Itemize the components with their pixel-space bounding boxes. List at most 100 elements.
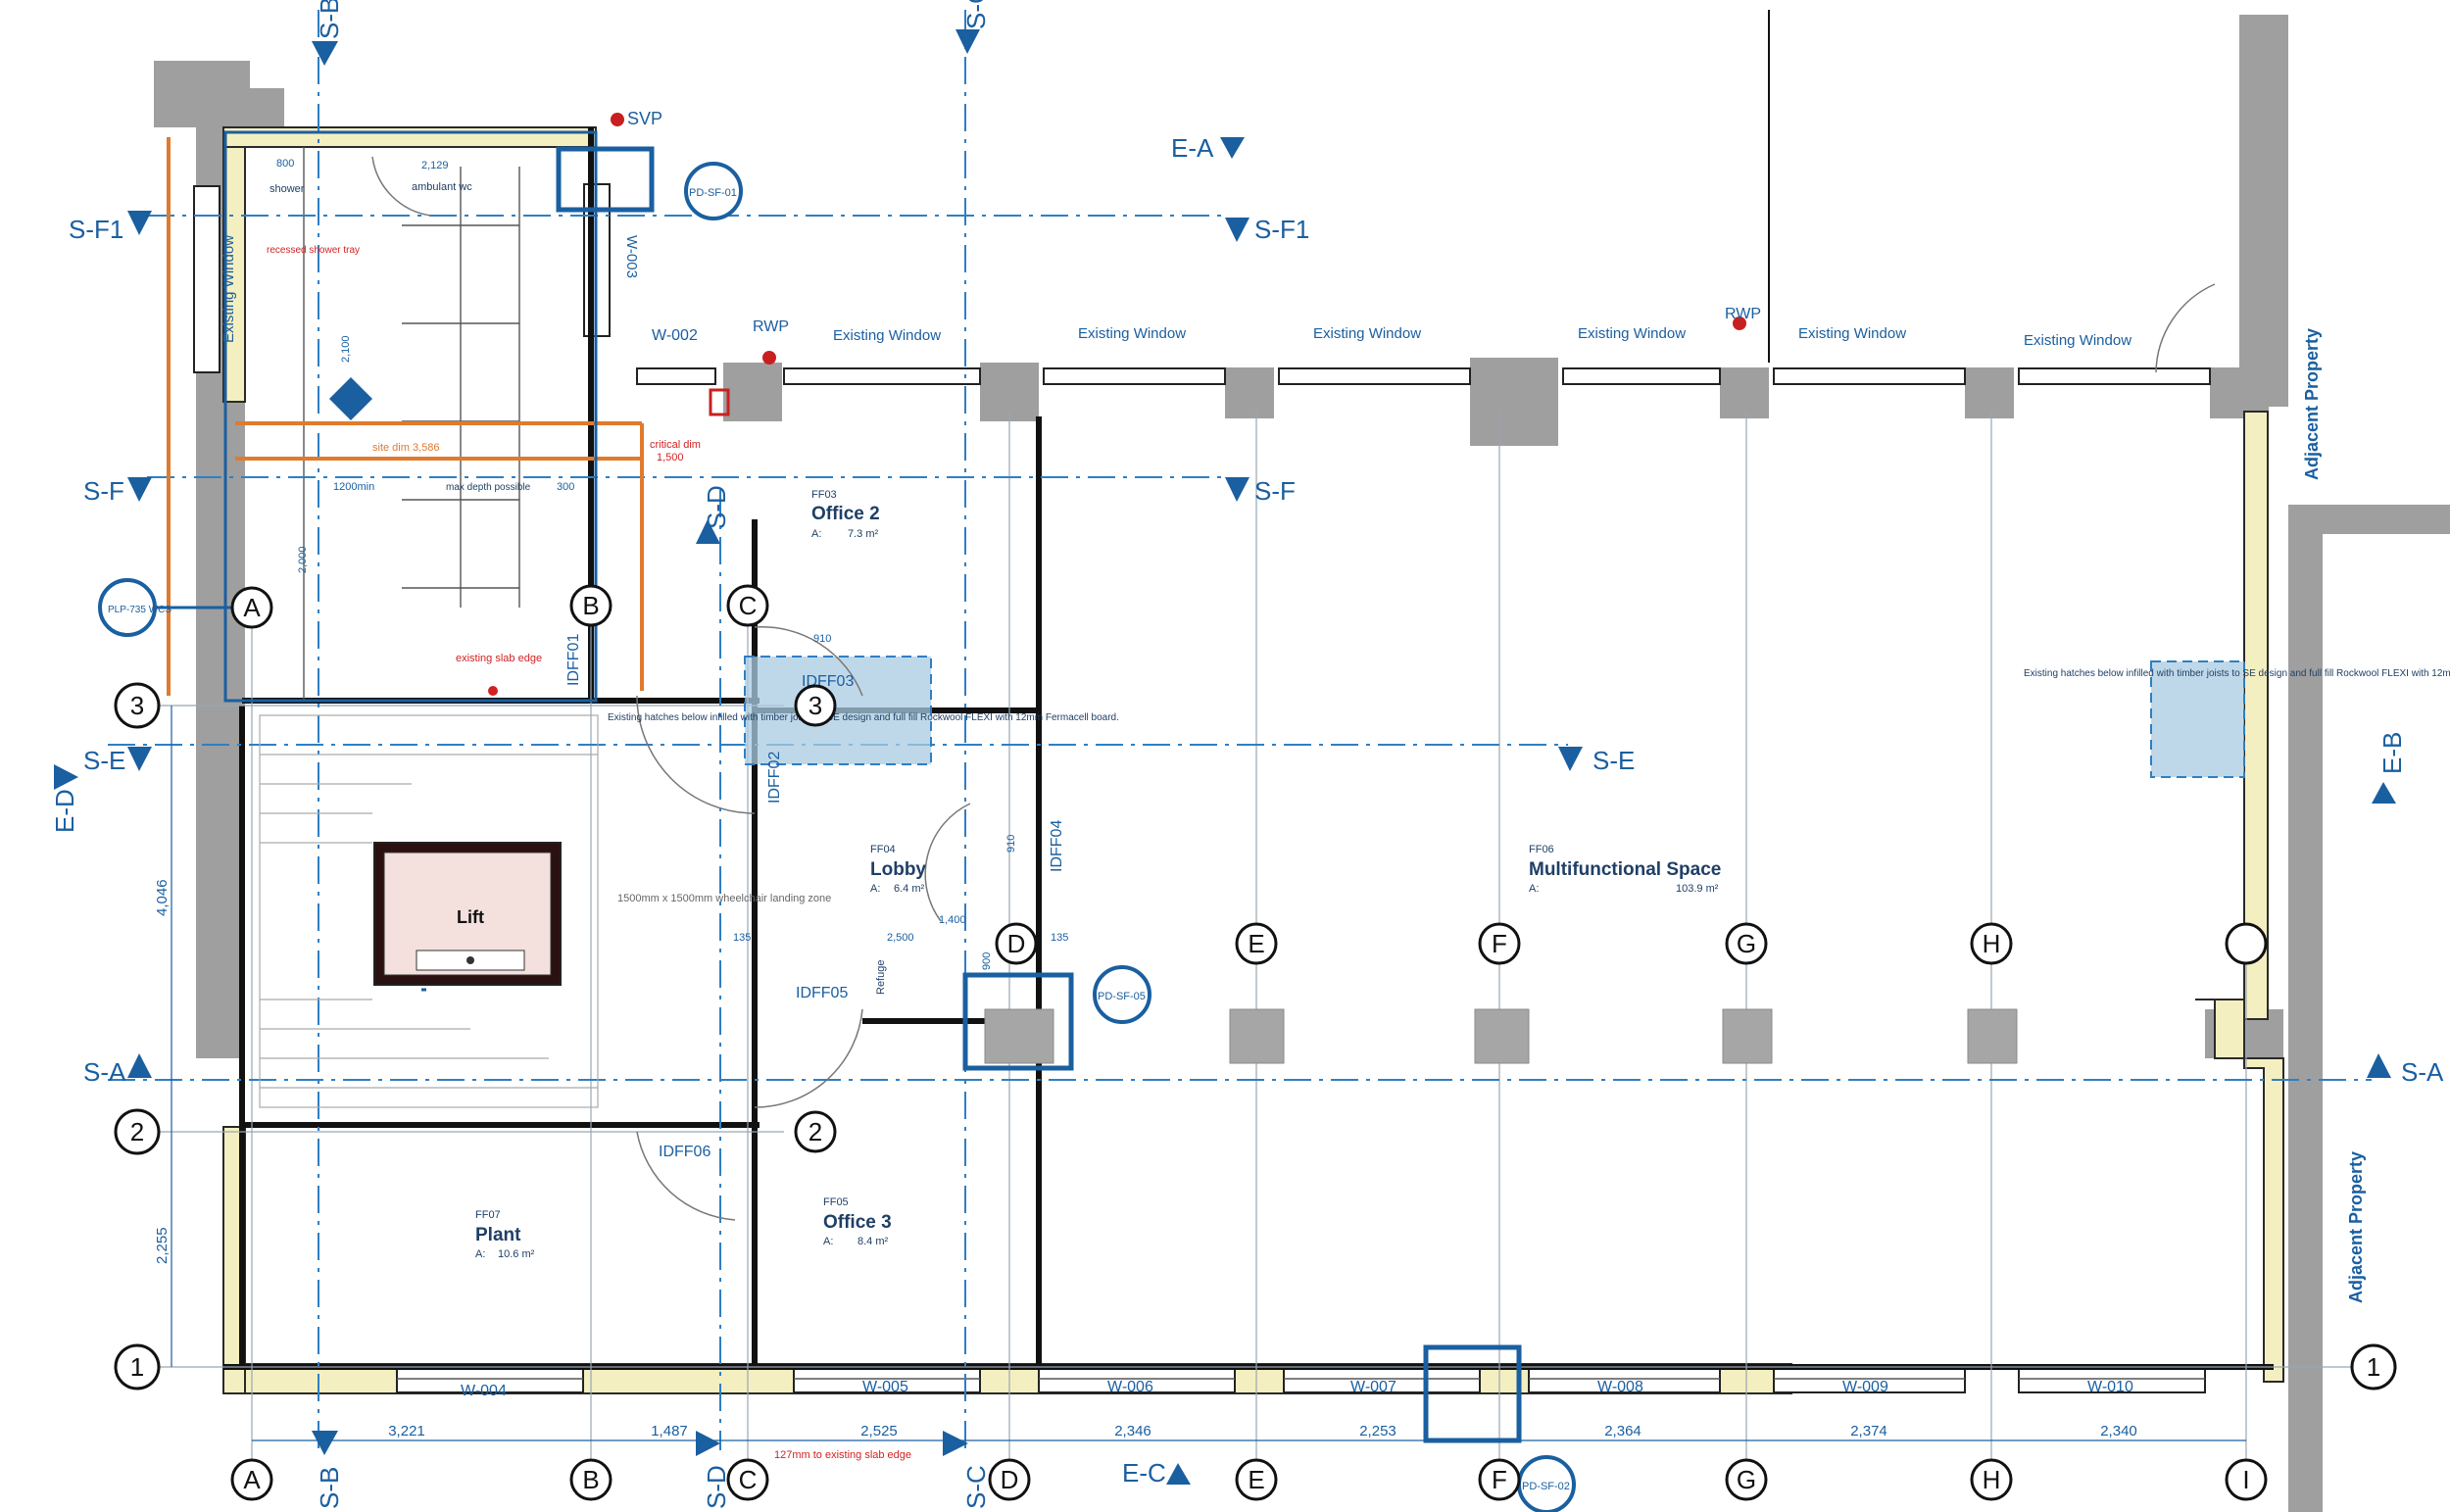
room-code: FF04 <box>870 844 896 855</box>
grid-bubble-g-mid: G <box>1725 922 1768 965</box>
shower-label: shower <box>270 183 305 195</box>
room-area: 103.9 m² <box>1676 883 1719 895</box>
site-dim-label: site dim 3,586 <box>372 442 439 454</box>
insulated-walls <box>193 126 2284 1394</box>
adjacent-property-top: Adjacent Property <box>2302 328 2322 480</box>
room-name: Office 2 <box>811 504 880 524</box>
grid-bubble-d-mid: D <box>995 922 1038 965</box>
svg-text:B: B <box>582 591 599 620</box>
svg-text:E: E <box>1248 929 1264 958</box>
section-arrow-icon <box>127 477 152 502</box>
section-arrow-icon <box>1225 218 1250 242</box>
room-code: FF07 <box>475 1209 501 1221</box>
section-label-sd-bottom: S-D <box>702 1465 731 1509</box>
critical-dim-label: critical dim <box>650 439 701 451</box>
hatch-note-right: Existing hatches below infilled with tim… <box>2024 668 2450 679</box>
door-tag-idff04: IDFF04 <box>1049 820 1065 872</box>
grid-bubble-g: G <box>1725 1458 1768 1501</box>
hatch-note-right-text: Existing hatches below infilled with tim… <box>2024 668 2450 679</box>
dim-left-1: 4,046 <box>154 879 171 916</box>
svg-text:I: I <box>2242 1465 2249 1494</box>
grid-bubble-row-1-right: 1 <box>2350 1343 2397 1390</box>
section-markers: S-F1 S-F1 S-F S-F S-E S-E S-A S-A S-B S-… <box>50 0 2444 1509</box>
room-code: FF03 <box>811 489 837 501</box>
room-tags: FF03 Office 2 A: 7.3 m² FF04 Lobby A: 6.… <box>475 489 1721 1260</box>
section-arrow-icon <box>312 1431 338 1455</box>
room-area: 7.3 m² <box>848 528 879 540</box>
section-arrow-icon <box>696 1431 720 1456</box>
w004-label: W-004 <box>461 1383 507 1399</box>
grid-bubble-row-3: 3 <box>114 682 161 729</box>
section-label-se-left: S-E <box>83 746 125 775</box>
grid-bubble-i-mid <box>2225 922 2268 965</box>
dim-910a: 910 <box>813 633 831 645</box>
grid-bubble-row-2-mid: 2 <box>794 1110 837 1153</box>
dim-900: 900 <box>981 952 993 970</box>
room-multifunctional: FF06 Multifunctional Space A: 103.9 m² <box>1529 844 1721 895</box>
svg-text:D: D <box>1007 929 1026 958</box>
w009-label: W-009 <box>1842 1379 1888 1395</box>
existing-walls <box>154 15 2450 1512</box>
lift-label: Lift <box>457 907 484 927</box>
detail-pd735: PLP-735 WCS <box>108 605 172 615</box>
dim-bottom-6: 2,364 <box>1604 1423 1642 1439</box>
room-name: Office 3 <box>823 1212 892 1233</box>
grid-bubble-h: H <box>1970 1458 2013 1501</box>
dim-2100: 2,100 <box>340 335 352 363</box>
svg-text:C: C <box>739 1465 758 1494</box>
dim-left-2: 2,255 <box>154 1227 171 1264</box>
section-label-sa-right: S-A <box>2401 1057 2444 1087</box>
room-code: FF06 <box>1529 844 1554 855</box>
wheelchair-zone-label: 1500mm x 1500mm wheelchair landing zone <box>617 893 831 904</box>
svg-text:H: H <box>1983 1465 2001 1494</box>
dim-135b: 135 <box>1051 932 1068 944</box>
w006-label: W-006 <box>1107 1379 1153 1395</box>
svg-text:G: G <box>1737 1465 1756 1494</box>
w007-label: W-007 <box>1350 1379 1396 1395</box>
section-arrow-icon <box>127 211 152 235</box>
grid-bubble-e: E <box>1235 1458 1278 1501</box>
lift-shaft: Lift <box>373 842 562 986</box>
svg-text:B: B <box>582 1465 599 1494</box>
text-labels: SVP RWP RWP W-002 Existing Window Existi… <box>220 109 2450 1461</box>
section-arrow-icon <box>2367 1053 2391 1078</box>
grid-bubble-f: F <box>1478 1458 1521 1501</box>
hatch-areas <box>744 656 2245 778</box>
room-code: FF05 <box>823 1196 849 1208</box>
svg-text:D: D <box>1001 1465 1019 1494</box>
section-arrow-icon <box>696 519 720 544</box>
w003-label: W-003 <box>623 235 640 278</box>
svg-text:2: 2 <box>130 1117 144 1146</box>
grid-bubble-h-mid: H <box>1970 922 2013 965</box>
elevation-label-ec: E-C <box>1122 1458 1166 1488</box>
dim-bottom-4: 2,346 <box>1114 1423 1152 1439</box>
section-arrow-icon <box>1558 747 1583 771</box>
elevation-arrow-icon <box>1220 137 1245 159</box>
svg-text:2: 2 <box>808 1117 822 1146</box>
room-name: Lobby <box>870 859 926 880</box>
grid-bubble-b-mid: B <box>569 584 612 627</box>
svg-text:A: A <box>243 593 261 622</box>
room-name: Plant <box>475 1225 521 1245</box>
room-area-prefix: A: <box>1529 883 1539 895</box>
existing-window-6: Existing Window <box>2024 332 2132 349</box>
dim-bottom-2: 1,487 <box>651 1423 688 1439</box>
max-depth-label: max depth possible <box>446 482 531 493</box>
dim-2500: 2,500 <box>887 932 914 944</box>
dim-2000: 2,000 <box>297 546 309 573</box>
svg-text:1: 1 <box>2367 1352 2380 1382</box>
section-lines <box>108 10 2372 1450</box>
section-label-se-right: S-E <box>1592 746 1635 775</box>
existing-window-5: Existing Window <box>1798 325 1906 342</box>
critical-dim-value: 1,500 <box>657 452 684 463</box>
door-tag-idff06: IDFF06 <box>659 1144 710 1160</box>
stair <box>259 714 599 1108</box>
room-tag-icon <box>329 377 372 420</box>
room-area-prefix: A: <box>823 1236 833 1247</box>
section-label-sc: S-C <box>961 1465 991 1509</box>
grid-bubble-f-mid: F <box>1478 922 1521 965</box>
detail-pd-sf-02: PD-SF-02 <box>1522 1481 1570 1492</box>
elevation-arrow-icon <box>54 764 78 790</box>
door-tag-idff02: IDFF02 <box>766 752 783 804</box>
